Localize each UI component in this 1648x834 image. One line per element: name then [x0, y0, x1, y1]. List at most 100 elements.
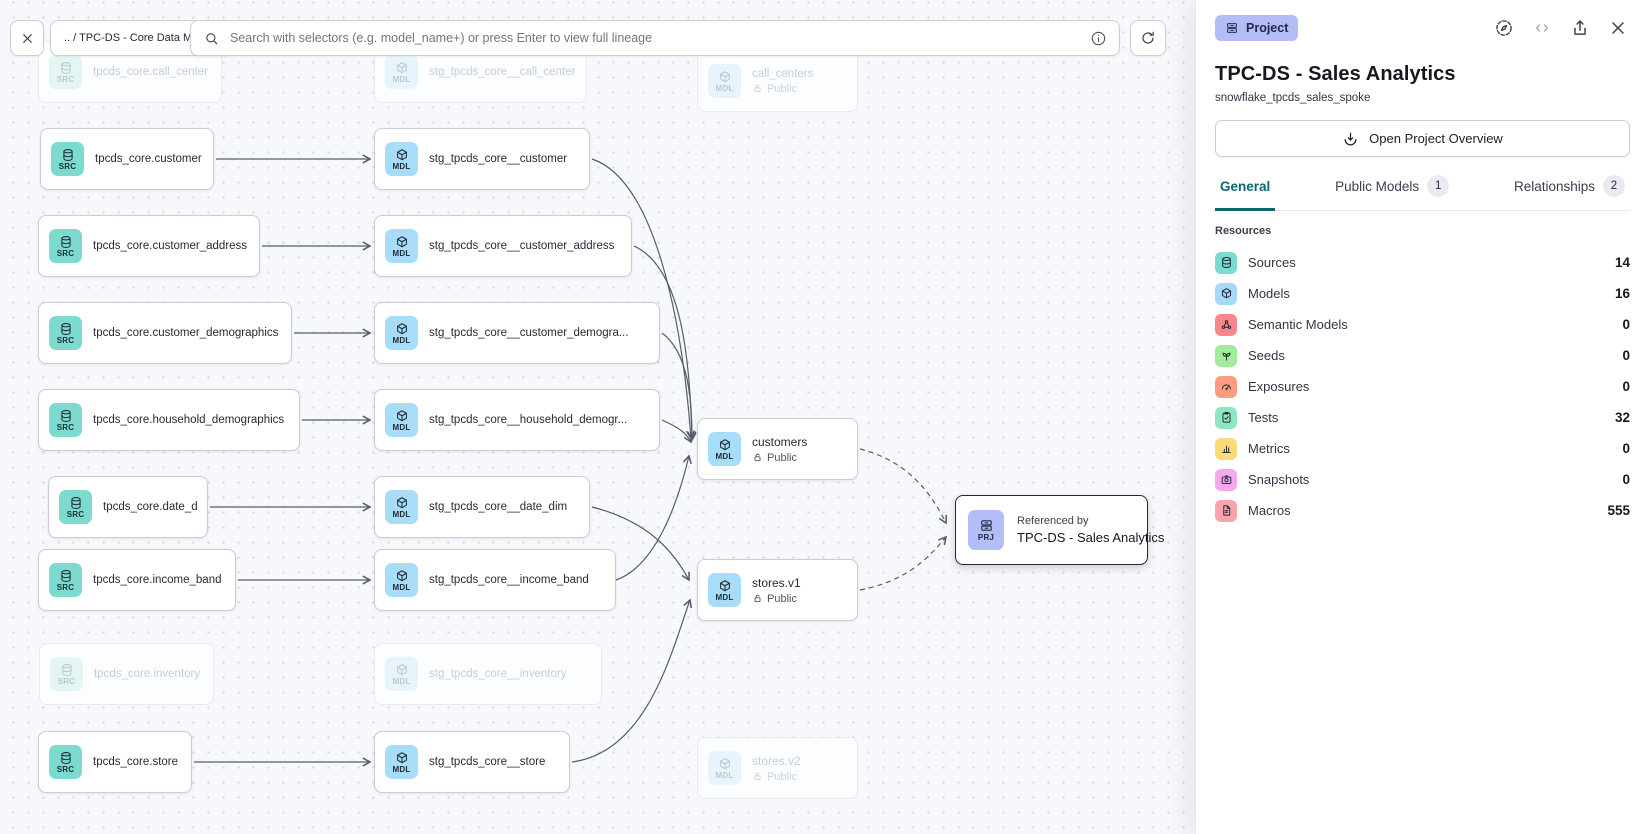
mdl-node-stg-income-band[interactable]: MDL stg_tpcds_core__income_band [374, 549, 616, 611]
resource-row-models[interactable]: Models 16 [1215, 278, 1630, 309]
page-title: TPC-DS - Sales Analytics [1215, 63, 1456, 85]
cube-icon [395, 235, 409, 249]
view-code-button[interactable] [1530, 16, 1554, 40]
panel-tabs: General Public Models 1 Relationships 2 [1215, 175, 1630, 211]
camera-icon [1215, 468, 1237, 491]
mdl-node-stg-date-dim[interactable]: MDL stg_tpcds_core__date_dim [374, 476, 590, 538]
mdl-node-stg-store[interactable]: MDL stg_tpcds_core__store [374, 731, 570, 793]
search-input[interactable] [228, 30, 1081, 46]
mdl-node-stg-customer-demographics[interactable]: MDL stg_tpcds_core__customer_demogra... [374, 302, 660, 364]
src-node-customer-demographics[interactable]: SRC tpcds_core.customer_demographics [38, 302, 292, 364]
compass-icon [1494, 18, 1514, 38]
resource-row-seeds[interactable]: Seeds 0 [1215, 340, 1630, 371]
cube-icon [395, 663, 409, 677]
unlock-icon [752, 83, 763, 94]
project-details-panel: Project TPC-DS - Sales Analytics snowfla… [1195, 0, 1648, 834]
resources-list: Sources 14 Models 16 Semantic Models 0 S… [1215, 247, 1630, 526]
src-node-customer-address[interactable]: SRC tpcds_core.customer_address [38, 215, 260, 277]
resource-row-macros[interactable]: Macros 555 [1215, 495, 1630, 526]
model-type-badge: MDL [385, 229, 418, 263]
source-type-badge: SRC [49, 316, 82, 350]
explore-lineage-button[interactable] [1492, 16, 1516, 40]
refresh-lineage-button[interactable] [1130, 20, 1166, 56]
resource-row-sources[interactable]: Sources 14 [1215, 247, 1630, 278]
cube-icon [718, 438, 732, 452]
project-drawers-icon [979, 518, 994, 533]
src-node-inventory[interactable]: SRC tpcds_core.inventory [39, 643, 214, 705]
open-project-overview-button[interactable]: Open Project Overview [1215, 120, 1630, 157]
cube-icon [718, 757, 732, 771]
source-type-badge: SRC [49, 229, 82, 263]
share-button[interactable] [1568, 16, 1592, 40]
lineage-search-bar[interactable] [190, 20, 1120, 56]
resource-row-exposures[interactable]: Exposures 0 [1215, 371, 1630, 402]
close-lineage-button[interactable] [10, 20, 44, 56]
open-overview-icon [1342, 130, 1359, 147]
source-type-badge: SRC [49, 563, 82, 597]
mdl-node-stores-v1[interactable]: MDL stores.v1 Public [697, 559, 858, 621]
resource-row-semantic-models[interactable]: Semantic Models 0 [1215, 309, 1630, 340]
source-type-badge: SRC [50, 657, 83, 691]
unlock-icon [752, 452, 763, 463]
model-type-badge: MDL [708, 432, 741, 466]
model-type-badge: MDL [385, 142, 418, 176]
model-type-badge: MDL [385, 403, 418, 437]
source-type-badge: SRC [49, 403, 82, 437]
close-icon [1608, 18, 1628, 38]
database-icon [1215, 251, 1237, 274]
cube-icon [718, 70, 732, 84]
close-icon [20, 31, 35, 46]
model-type-badge: MDL [708, 751, 741, 785]
clipboard-check-icon [1215, 406, 1237, 429]
info-icon[interactable] [1090, 30, 1107, 47]
cube-icon [395, 148, 409, 162]
database-icon [59, 235, 73, 249]
mdl-node-stg-household-demographics[interactable]: MDL stg_tpcds_core__household_demogr... [374, 389, 660, 451]
database-icon [59, 409, 73, 423]
cube-icon [718, 579, 732, 593]
database-icon [69, 496, 83, 510]
unlock-icon [752, 593, 763, 604]
src-node-customer[interactable]: SRC tpcds_core.customer [40, 128, 214, 190]
cube-icon [395, 322, 409, 336]
lineage-edges [194, 154, 948, 767]
resource-row-metrics[interactable]: Metrics 0 [1215, 433, 1630, 464]
resource-row-tests[interactable]: Tests 32 [1215, 402, 1630, 433]
project-node-referenced-by[interactable]: PRJ Referenced by TPC-DS - Sales Analyti… [955, 495, 1164, 565]
mdl-node-stg-inventory[interactable]: MDL stg_tpcds_core__inventory [374, 643, 602, 705]
project-type-pill: Project [1215, 15, 1299, 41]
src-node-date-dim[interactable]: SRC tpcds_core.date_dim [48, 476, 208, 538]
database-icon [59, 61, 73, 75]
src-node-income-band[interactable]: SRC tpcds_core.income_band [38, 549, 236, 611]
mdl-node-stg-customer[interactable]: MDL stg_tpcds_core__customer [374, 128, 590, 190]
tab-general[interactable]: General [1215, 175, 1276, 211]
database-icon [59, 569, 73, 583]
model-type-badge: MDL [385, 657, 418, 691]
lineage-canvas[interactable]: SRC tpcds_core.call_center MDL stg_tpcds… [0, 0, 1195, 834]
mdl-node-customers[interactable]: MDL customers Public [697, 418, 858, 480]
database-icon [61, 148, 75, 162]
model-type-badge: MDL [708, 64, 741, 98]
src-node-store[interactable]: SRC tpcds_core.store [38, 731, 192, 793]
refresh-icon [1140, 30, 1156, 46]
cube-icon [395, 61, 409, 75]
database-icon [60, 663, 74, 677]
unlock-icon [752, 771, 763, 782]
source-type-badge: SRC [49, 55, 82, 89]
mdl-node-call-centers[interactable]: MDL call_centers Public [697, 50, 858, 112]
relationships-count-badge: 2 [1603, 175, 1625, 197]
cube-icon [395, 496, 409, 510]
close-panel-button[interactable] [1606, 16, 1630, 40]
model-type-badge: MDL [385, 490, 418, 524]
graph-icon [1215, 313, 1237, 336]
project-subtitle: snowflake_tpcds_sales_spoke [1215, 92, 1371, 104]
resource-row-snapshots[interactable]: Snapshots 0 [1215, 464, 1630, 495]
model-type-badge: MDL [385, 316, 418, 350]
src-node-household-demographics[interactable]: SRC tpcds_core.household_demographics [38, 389, 300, 451]
mdl-node-stores-v2[interactable]: MDL stores.v2 Public [697, 737, 858, 799]
mdl-node-stg-customer-address[interactable]: MDL stg_tpcds_core__customer_address [374, 215, 632, 277]
bar-chart-icon [1215, 437, 1237, 460]
tab-relationships[interactable]: Relationships 2 [1509, 175, 1630, 211]
tab-public-models[interactable]: Public Models 1 [1330, 175, 1454, 211]
gauge-icon [1215, 375, 1237, 398]
